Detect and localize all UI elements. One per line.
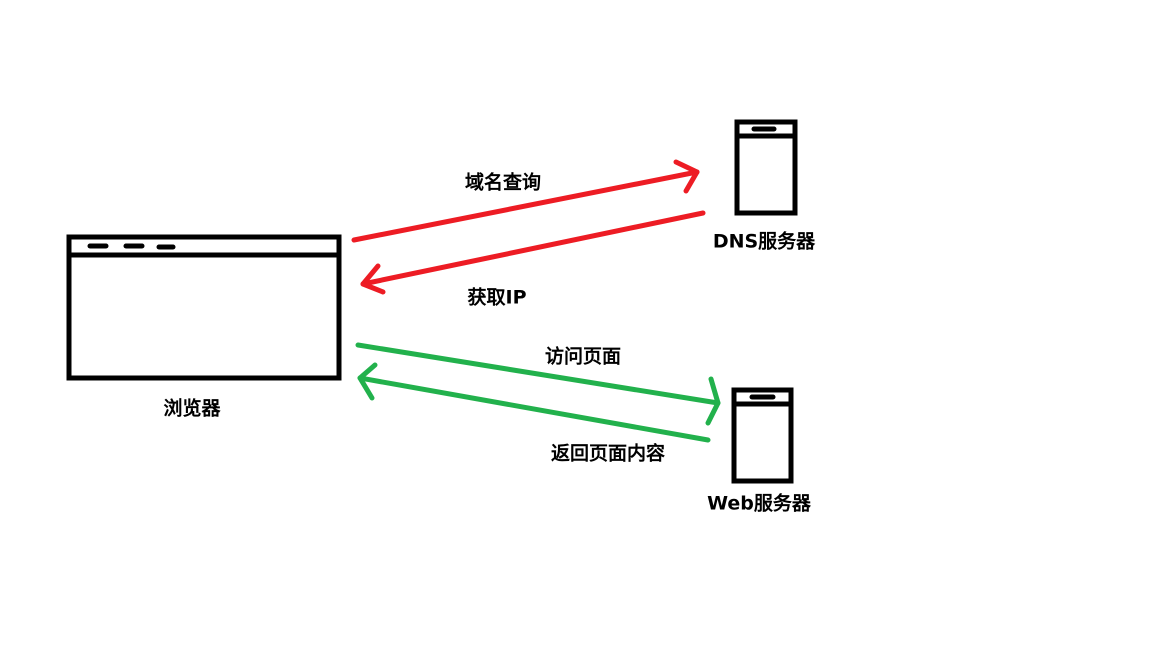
arrow-shaft (360, 210, 706, 287)
arrow-return-content (357, 362, 711, 443)
arrow-shaft (357, 375, 711, 443)
web-server-icon (731, 387, 794, 484)
arrow-get-ip (360, 210, 706, 295)
browser-icon (66, 234, 342, 381)
edge-label-return-content: 返回页面内容 (550, 442, 666, 465)
edge-label-visit-page: 访问页面 (544, 345, 622, 368)
dns-server-label: DNS服务器 (712, 230, 816, 253)
arrow-head (705, 376, 721, 426)
dns-server-icon (734, 119, 798, 216)
arrow-head (357, 362, 378, 401)
edge-label-get-ip: 获取IP (467, 286, 527, 309)
arrow-shaft (355, 342, 721, 406)
web-server-label: Web服务器 (707, 492, 811, 515)
arrow-head (360, 263, 386, 295)
browser-label: 浏览器 (163, 397, 221, 420)
arrow-visit-page (355, 342, 721, 426)
edge-label-dns-query: 域名查询 (464, 171, 542, 194)
arrow-shaft (351, 169, 700, 243)
arrow-dns-query (351, 159, 700, 243)
arrow-head (673, 159, 700, 194)
